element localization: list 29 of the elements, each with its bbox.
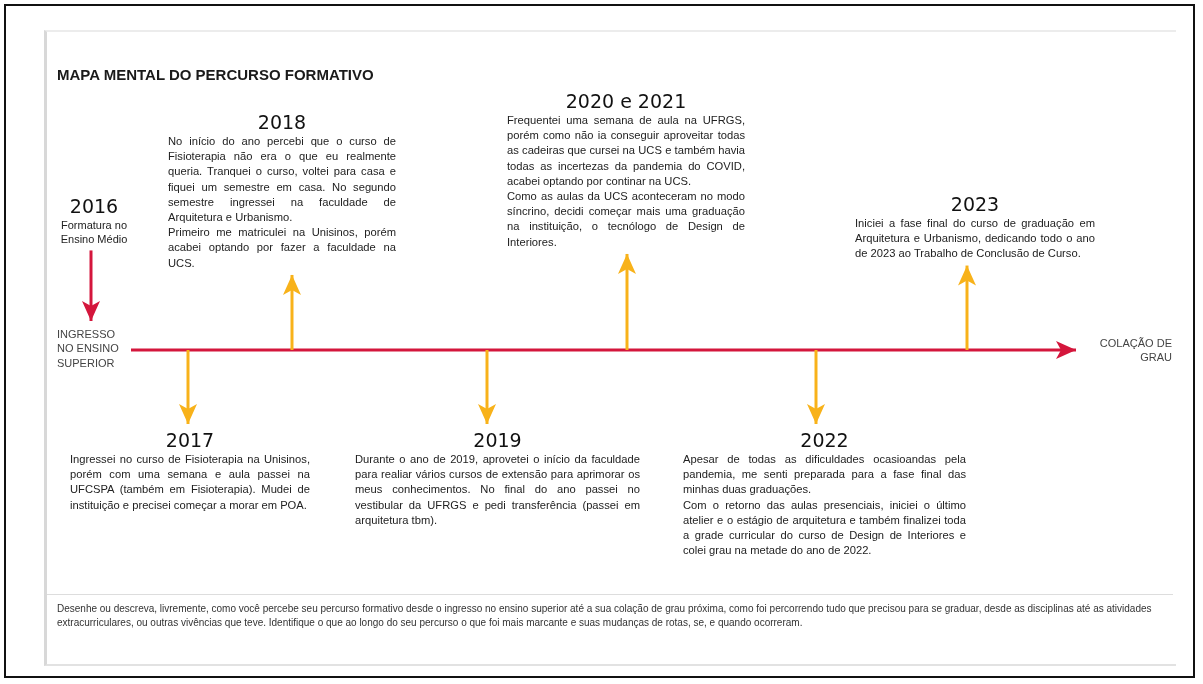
timeline-end-label: COLAÇÃO DE GRAU <box>1080 336 1172 365</box>
arrow <box>82 250 100 321</box>
timeline-start-label: INGRESSO NO ENSINO SUPERIOR <box>57 327 125 370</box>
event-description: Ingressei no curso de Fisioterapia na Unisinos, porém com uma semana e aula passei na UFCSPA (também em Fisioterapia). Mudei de instituição e precisei começar a morar em POA. <box>70 451 310 513</box>
year-heading: 2018 <box>256 112 308 134</box>
diagram-title: MAPA MENTAL DO PERCURSO FORMATIVO <box>57 66 374 83</box>
event-description: Apesar de todas as dificuldades ocasioandas pela pandemia, me senti preparada para a fase final das minhas duas graduações. <box>683 451 966 498</box>
event-description: Formatura no Ensino Médio <box>59 217 129 247</box>
event-description: Durante o ano de 2019, aprovetei o início da faculdade para realiar vários cursos de extensão para aprimorar os meus conhecimentos. No final do ano passei no vestibular da UFRGS e pedi transferência (passei em arquitetura tbm). <box>355 451 640 528</box>
event-description: No início do ano percebi que o curso de Fisioterapia não era o que eu realmente queria. Tranquei o curso, voltei para casa e fiquei um semestre em casa. No segundo semestre ingressei na faculdade de Arquitetura e Urbanismo. <box>168 133 396 225</box>
event-description: Como as aulas da UCS aconteceram no modo síncrino, decidi começar mais uma graduação na instituição, o tecnólogo de Design de Interiores. <box>507 189 745 250</box>
arrow <box>958 265 976 350</box>
year-heading: 2019 <box>472 430 523 452</box>
year-heading: 2020 e 2021 <box>564 91 688 113</box>
year-heading: 2016 <box>68 196 120 218</box>
arrow <box>618 253 636 350</box>
event-description: Com o retorno das aulas presenciais, iniciei o último atelier e o estágio de arquitetura e também finalizei toda a grade curricular do curso de Design de Interiores e colei grau na metade do ano de 2022. <box>683 497 966 559</box>
year-heading: 2022 <box>799 430 850 452</box>
year-heading: 2023 <box>949 194 1001 216</box>
instruction-text: Desenhe ou descreva, livremente, como você percebe seu percurso formativo desde o ingresso no ensino superior até a sua colação de grau próxima, como foi percorrendo tudo que precisou para se graduar, desde as disciplinas até as atividades extracurriculares, ou outras vivências que teve. Identifique o que ao longo do seu percurso o que foi mais marcante e suas mudanças de rotas, se, e quando ocorreram. <box>57 602 1153 629</box>
year-heading: 2017 <box>164 430 216 452</box>
arrow <box>179 350 197 424</box>
timeline-arrow <box>131 341 1076 359</box>
arrow <box>807 350 825 424</box>
event-description: Iniciei a fase final do curso de graduação em Arquitetura e Urbanismo, dedicando todo o ano de 2023 ao Trabalho de Conclusão de Curso. <box>855 215 1095 262</box>
arrow <box>283 274 301 350</box>
event-description: Primeiro me matriculei na Unisinos, porém acabei optando por fazer a faculdade na UCS. <box>168 225 396 271</box>
event-description: Frequentei uma semana de aula na UFRGS, porém como não ia conseguir aproveitar todas as cadeiras que cursei na UCS e também havia todas as incertezas da pandemia do COVID, acabei optando por continar na UCS. <box>507 112 745 189</box>
arrow <box>478 350 496 424</box>
